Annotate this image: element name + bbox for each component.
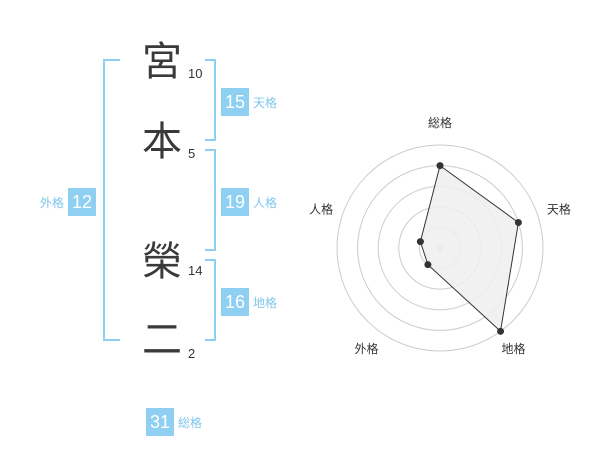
radar-point-1 <box>436 162 444 170</box>
radar-point-2 <box>514 219 522 227</box>
stroke-count-2: 5 <box>188 146 196 161</box>
gaikaku-value: 12 <box>68 188 97 216</box>
tenkaku-value: 15 <box>221 88 250 116</box>
stroke-count-1: 10 <box>188 66 203 81</box>
name-char-2: 本 <box>142 119 182 165</box>
chikaku-label: 地格 <box>253 295 278 310</box>
chikaku-bracket <box>205 259 216 341</box>
jinkaku-value: 19 <box>221 188 250 216</box>
outer-bracket <box>103 59 120 341</box>
radar-axis-label-4: 外格 <box>355 341 379 356</box>
gaikaku-label: 外格 <box>40 195 65 210</box>
radar-area <box>419 164 519 333</box>
stroke-count-4: 2 <box>188 346 196 361</box>
radar-point-5 <box>416 238 424 246</box>
chikaku-value: 16 <box>221 288 250 316</box>
radar-ring <box>336 144 544 352</box>
soukaku-badge: 31 総格 <box>146 408 202 436</box>
radar-point-4 <box>424 261 432 269</box>
tenkaku-badge: 15 天格 <box>221 88 277 116</box>
gaikaku-badge: 12 外格 <box>40 188 97 216</box>
name-char-4: 二 <box>142 317 182 363</box>
jinkaku-bracket <box>205 149 216 251</box>
stroke-count-3: 14 <box>188 263 203 278</box>
tenkaku-bracket <box>205 59 216 141</box>
radar-axis-label-5: 人格 <box>309 201 333 216</box>
radar-axis-label-2: 天格 <box>547 201 571 216</box>
radar-point-3 <box>497 327 505 335</box>
name-char-1: 宮 <box>142 39 182 85</box>
name-char-3: 榮 <box>142 239 182 285</box>
soukaku-label: 総格 <box>178 415 203 430</box>
jinkaku-badge: 19 人格 <box>221 188 277 216</box>
tenkaku-label: 天格 <box>253 95 278 110</box>
radar-axis-label-1: 総格 <box>428 115 452 130</box>
chikaku-badge: 16 地格 <box>221 288 277 316</box>
radar-axis-label-3: 地格 <box>501 341 525 356</box>
jinkaku-label: 人格 <box>253 195 278 210</box>
soukaku-value: 31 <box>146 408 175 436</box>
